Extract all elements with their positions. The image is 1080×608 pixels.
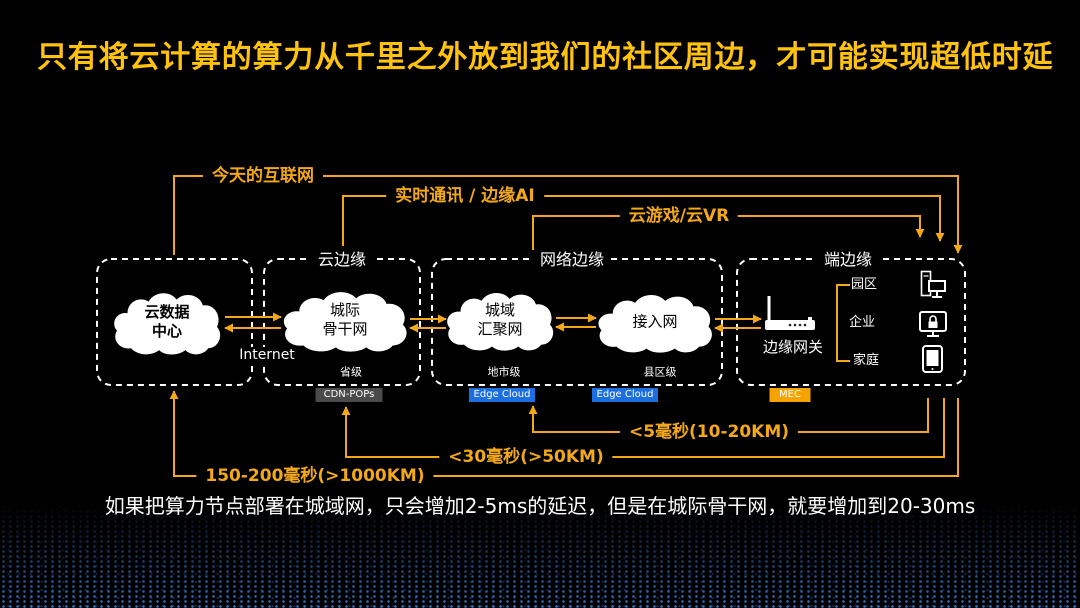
cloud-metro-label: 城域 汇聚网 (477, 301, 522, 339)
cloud-label-line: 城际 (329, 301, 361, 319)
latency-150ms-line (169, 390, 959, 477)
level-label-county: 县区级 (643, 365, 677, 379)
level-label-province: 省级 (340, 365, 362, 379)
computer-icon (920, 270, 946, 298)
cloud-label-line: 云数据 (144, 303, 190, 321)
lock-monitor-icon (919, 311, 947, 337)
path-realtime-ai-line (342, 195, 945, 246)
cloud-label-line: 汇聚网 (477, 320, 523, 338)
internet-label: Internet (238, 347, 296, 363)
endpoint-bracket (836, 284, 850, 362)
cloud-label-line: 接入网 (632, 312, 678, 331)
zone-network-edge-box (431, 258, 723, 386)
background-dot-pattern (0, 504, 1080, 608)
zone-cloud-edge-box (263, 258, 421, 386)
endpoint-label-home: 家庭 (852, 353, 880, 368)
cloud-label-line: 城域 (484, 301, 516, 319)
phone-icon (922, 345, 943, 373)
cloud-label-line: 骨干网 (322, 320, 368, 338)
cloud-access-label: 接入网 (632, 313, 677, 332)
level-label-city: 地市级 (487, 365, 521, 379)
cloud-datacenter-label: 云数据 中心 (144, 303, 189, 341)
latency-label: <5毫秒(10-20KM) (619, 422, 799, 442)
router-icon (765, 296, 815, 330)
gateway-label: 边缘网关 (762, 338, 824, 356)
zone-label-network-edge: 网络边缘 (532, 250, 612, 270)
slide-footnote: 如果把算力节点部署在城域网，只会增加2-5ms的延迟，但是在城际骨干网，就要增加… (104, 494, 976, 518)
path-today-internet-line (173, 175, 963, 255)
latency-label: 150-200毫秒(>1000KM) (196, 466, 434, 486)
service-path-label: 云游戏/云VR (619, 206, 739, 226)
cloud-label-line: 中心 (151, 322, 183, 340)
badge-mec: MEC (769, 388, 811, 402)
zone-label-device-edge: 端边缘 (816, 250, 880, 270)
zone-datacenter-box (96, 258, 253, 386)
slide-title: 只有将云计算的算力从千里之外放到我们的社区周边，才可能实现超低时延 (37, 40, 1054, 75)
zone-label-cloud-edge: 云边缘 (310, 250, 374, 270)
latency-label: <30毫秒(>50KM) (439, 447, 613, 467)
badge-edge-cloud: Edge Cloud (469, 388, 535, 402)
badge-cdn-pops: CDN-POPs (315, 388, 383, 402)
cloud-backbone-label: 城际 骨干网 (322, 301, 367, 339)
endpoint-label-enterprise: 企业 (848, 315, 876, 330)
service-path-label: 实时通讯 / 边缘AI (386, 186, 544, 206)
service-path-label: 今天的互联网 (203, 166, 323, 186)
latency-30ms-line (341, 398, 945, 458)
badge-edge-cloud: Edge Cloud (592, 388, 658, 402)
endpoint-label-campus: 园区 (850, 277, 878, 292)
